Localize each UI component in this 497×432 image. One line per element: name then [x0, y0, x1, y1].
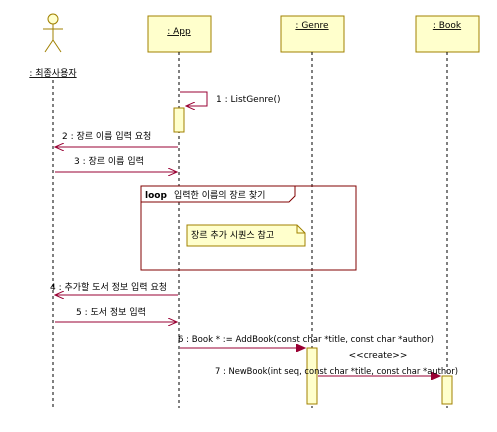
book-activation	[441, 375, 453, 405]
object-genre: : Genre	[280, 15, 345, 53]
object-book-label: : Book	[433, 21, 462, 31]
message-5-label: 5 : 도서 정보 입력	[76, 306, 146, 318]
message-2-label: 2 : 장르 이름 입력 요청	[62, 130, 151, 142]
message-3-label: 3 : 장르 이름 입력	[74, 155, 144, 167]
note-box	[186, 224, 306, 247]
object-app-label: : App	[167, 27, 191, 37]
message-1-arrow	[180, 91, 208, 106]
message-3: 3 : 장르 이름 입력	[55, 155, 177, 172]
object-genre-box	[280, 15, 345, 53]
object-genre-label: : Genre	[295, 21, 329, 31]
actor-figure-icon	[43, 13, 63, 53]
message-7-label: 7 : NewBook(int seq, const char *title, …	[215, 367, 458, 377]
object-book: : Book	[415, 15, 480, 53]
app-activation	[173, 107, 185, 133]
message-2: 2 : 장르 이름 입력 요청	[55, 130, 178, 147]
message-1: 1 : ListGenre()	[180, 91, 281, 106]
object-book-box	[415, 15, 480, 53]
loop-fragment: loop 입력한 이름의 장르 찾기	[140, 183, 357, 271]
note-text: 장르 추가 시퀀스 참고	[191, 229, 274, 241]
loop-tab	[140, 185, 296, 203]
message-4: 4 : 추가할 도서 정보 입력 요청	[50, 281, 178, 295]
message-6: 6 : Book * := AddBook(const char *title,…	[178, 335, 434, 348]
message-6-label: 6 : Book * := AddBook(const char *title,…	[178, 335, 434, 345]
loop-keyword: loop	[145, 191, 167, 201]
message-1-label: 1 : ListGenre()	[216, 95, 281, 105]
loop-condition: 입력한 이름의 장르 찾기	[174, 189, 265, 201]
object-app: : App	[147, 15, 212, 53]
note-fold	[296, 225, 305, 234]
loop-label: loop 입력한 이름의 장르 찾기	[145, 183, 265, 202]
message-5: 5 : 도서 정보 입력	[55, 306, 177, 322]
message-7-stereotype: <<create>>	[349, 351, 408, 361]
message-4-label: 4 : 추가할 도서 정보 입력 요청	[50, 281, 167, 293]
actor-label: : 최종사용자	[29, 68, 77, 79]
message-7: <<create>> 7 : NewBook(int seq, const ch…	[215, 351, 458, 377]
object-app-box	[147, 15, 212, 53]
note: 장르 추가 시퀀스 참고	[186, 224, 306, 247]
genre-activation	[306, 347, 318, 405]
